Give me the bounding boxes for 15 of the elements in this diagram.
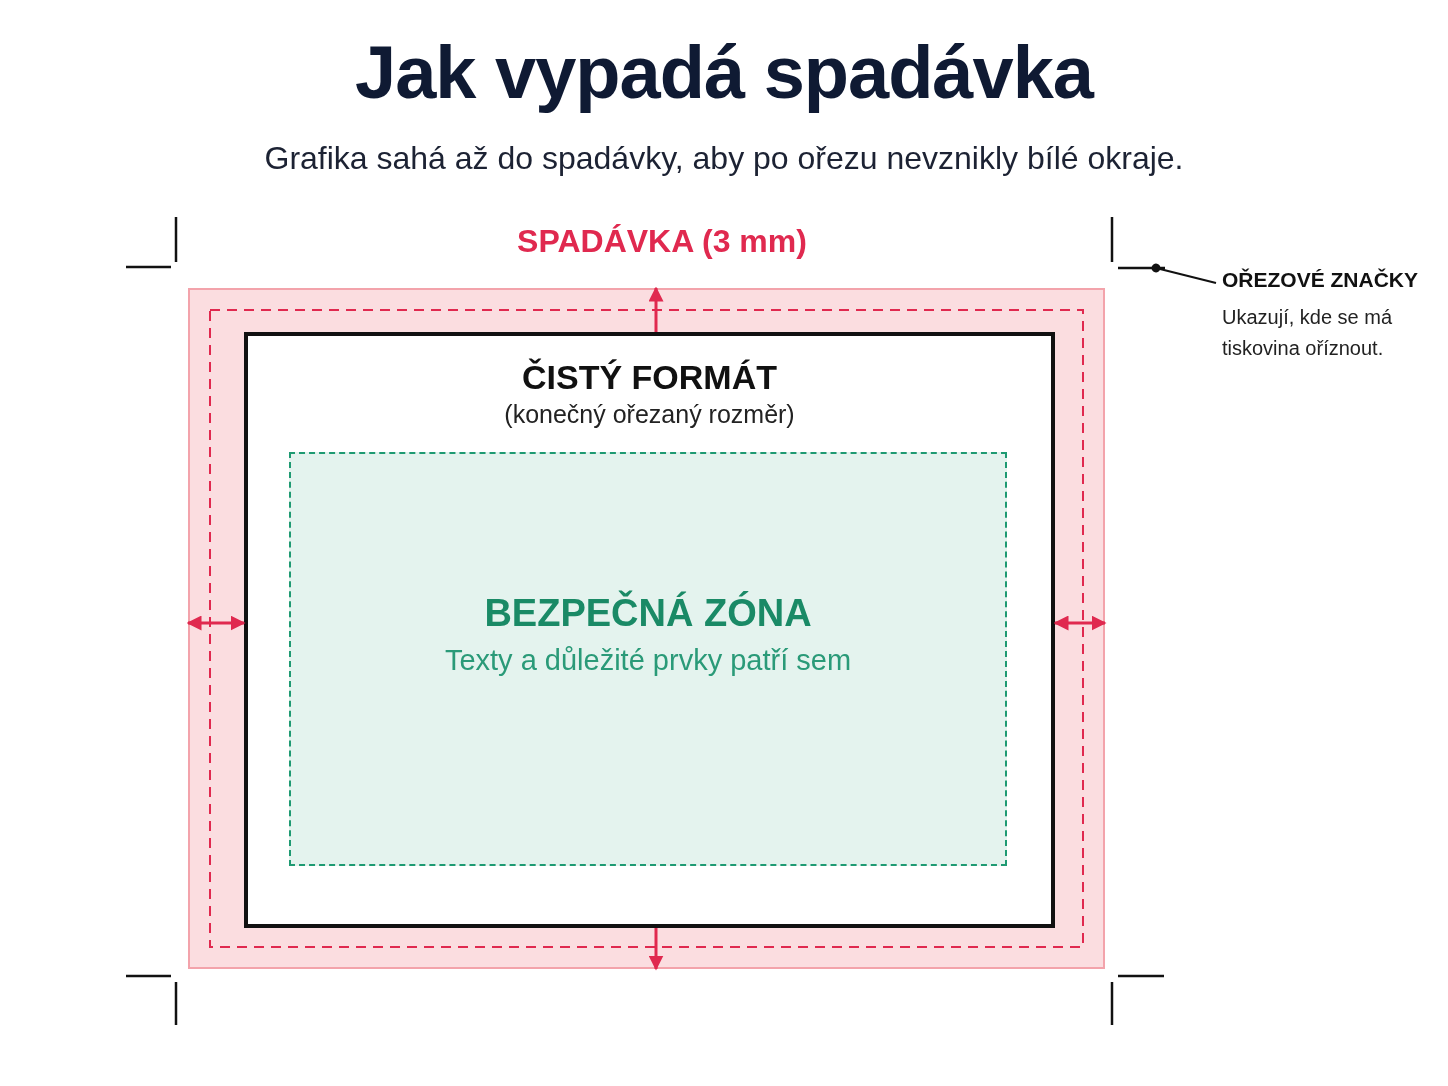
zone-heading: SPADÁVKA (3 mm) (517, 223, 807, 260)
arrow (1053, 615, 1107, 631)
subtitle: Grafika sahá až do spadávky, aby po ořezu nevznikly bílé okraje. (263, 140, 1185, 177)
zone-description: Texty a důležité prvky patří sem (444, 644, 852, 677)
zone-heading: BEZPEČNÁ ZÓNA (484, 592, 812, 635)
arrow (648, 286, 664, 332)
zone-heading: ČISTÝ FORMÁT (522, 358, 777, 397)
annotation-heading: OŘEZOVÉ ZNAČKY (1222, 268, 1418, 292)
arrow (648, 928, 664, 971)
annotation-text: Ukazují, kde se má tiskovina oříznout. (1222, 305, 1394, 361)
title: Jak vypadá spadávka (354, 30, 1095, 115)
arrow (186, 615, 246, 631)
zone-description: (konečný ořezaný rozměr) (504, 400, 795, 429)
leader-line (1151, 263, 1217, 284)
safe-zone (289, 452, 1007, 866)
